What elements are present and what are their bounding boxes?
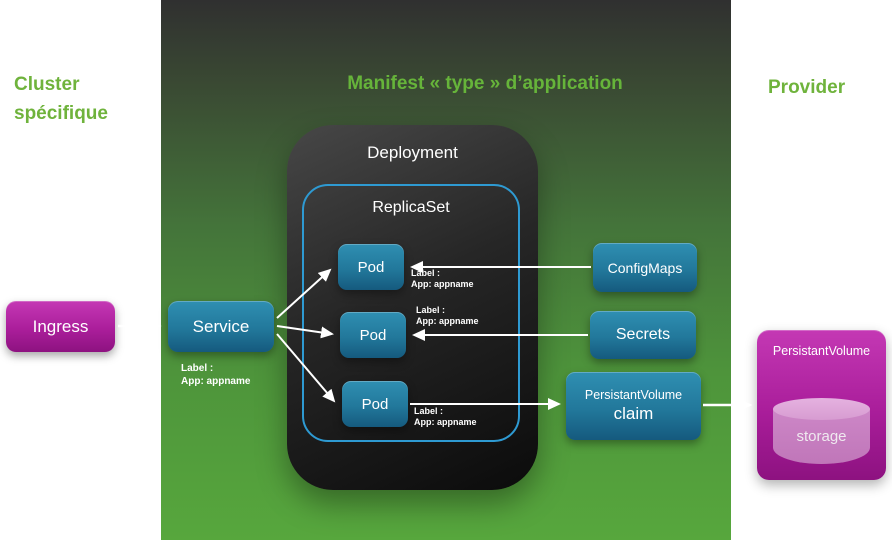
persistantvolume-claim-line2: claim [613, 404, 654, 423]
secrets-node: Secrets [590, 311, 696, 359]
configmaps-label: ConfigMaps [607, 259, 683, 276]
pod-3-label: Pod [361, 395, 389, 413]
pod-2-label: Pod [359, 326, 387, 344]
pod-3-selector-annotation: Label : App: appname [414, 406, 477, 428]
pod-1-label: Pod [357, 258, 385, 276]
service-selector-annotation: Label : App: appname [181, 362, 250, 388]
pod-1-selector-annotation: Label : App: appname [411, 268, 474, 290]
persistantvolume-title: PersistantVolume [772, 344, 871, 358]
pod-1-selector-line1: Label : [411, 268, 441, 278]
replicaset-title: ReplicaSet [372, 199, 450, 216]
pod-node-3: Pod [342, 381, 408, 427]
service-selector-line2: App: appname [181, 376, 251, 387]
persistantvolume-node: PersistantVolume storage [757, 330, 886, 480]
configmaps-node: ConfigMaps [593, 243, 697, 292]
pod-2-selector-line2: App: appname [416, 316, 479, 326]
pod-node-1: Pod [338, 244, 404, 290]
service-node: Service [168, 301, 274, 352]
storage-cylinder-icon: storage [773, 398, 870, 464]
deployment-title: Deployment [367, 143, 458, 162]
cylinder-top-ellipse [773, 398, 870, 420]
service-label: Service [192, 316, 250, 336]
ingress-label: Ingress [32, 316, 89, 336]
storage-label: storage [796, 428, 847, 445]
persistantvolume-claim-node: PersistantVolume claim [566, 372, 701, 440]
pod-3-selector-line2: App: appname [414, 417, 477, 427]
cluster-specific-label: Cluster spécifique [14, 70, 108, 128]
provider-label: Provider [768, 77, 846, 98]
pod-3-selector-line1: Label : [414, 406, 444, 416]
persistantvolume-claim-line1: PersistantVolume [584, 388, 683, 402]
ingress-node: Ingress [6, 301, 115, 352]
pod-2-selector-annotation: Label : App: appname [416, 305, 479, 327]
replicaset-group: ReplicaSet [302, 184, 520, 442]
pod-node-2: Pod [340, 312, 406, 358]
service-selector-line1: Label : [181, 363, 214, 374]
pod-1-selector-line2: App: appname [411, 279, 474, 289]
cluster-specific-label-line1: Cluster [14, 74, 80, 95]
pod-2-selector-line1: Label : [416, 305, 446, 315]
cluster-specific-label-line2: spécifique [14, 103, 108, 124]
manifest-title: Manifest « type » d’application [347, 73, 623, 94]
secrets-label: Secrets [615, 326, 671, 343]
